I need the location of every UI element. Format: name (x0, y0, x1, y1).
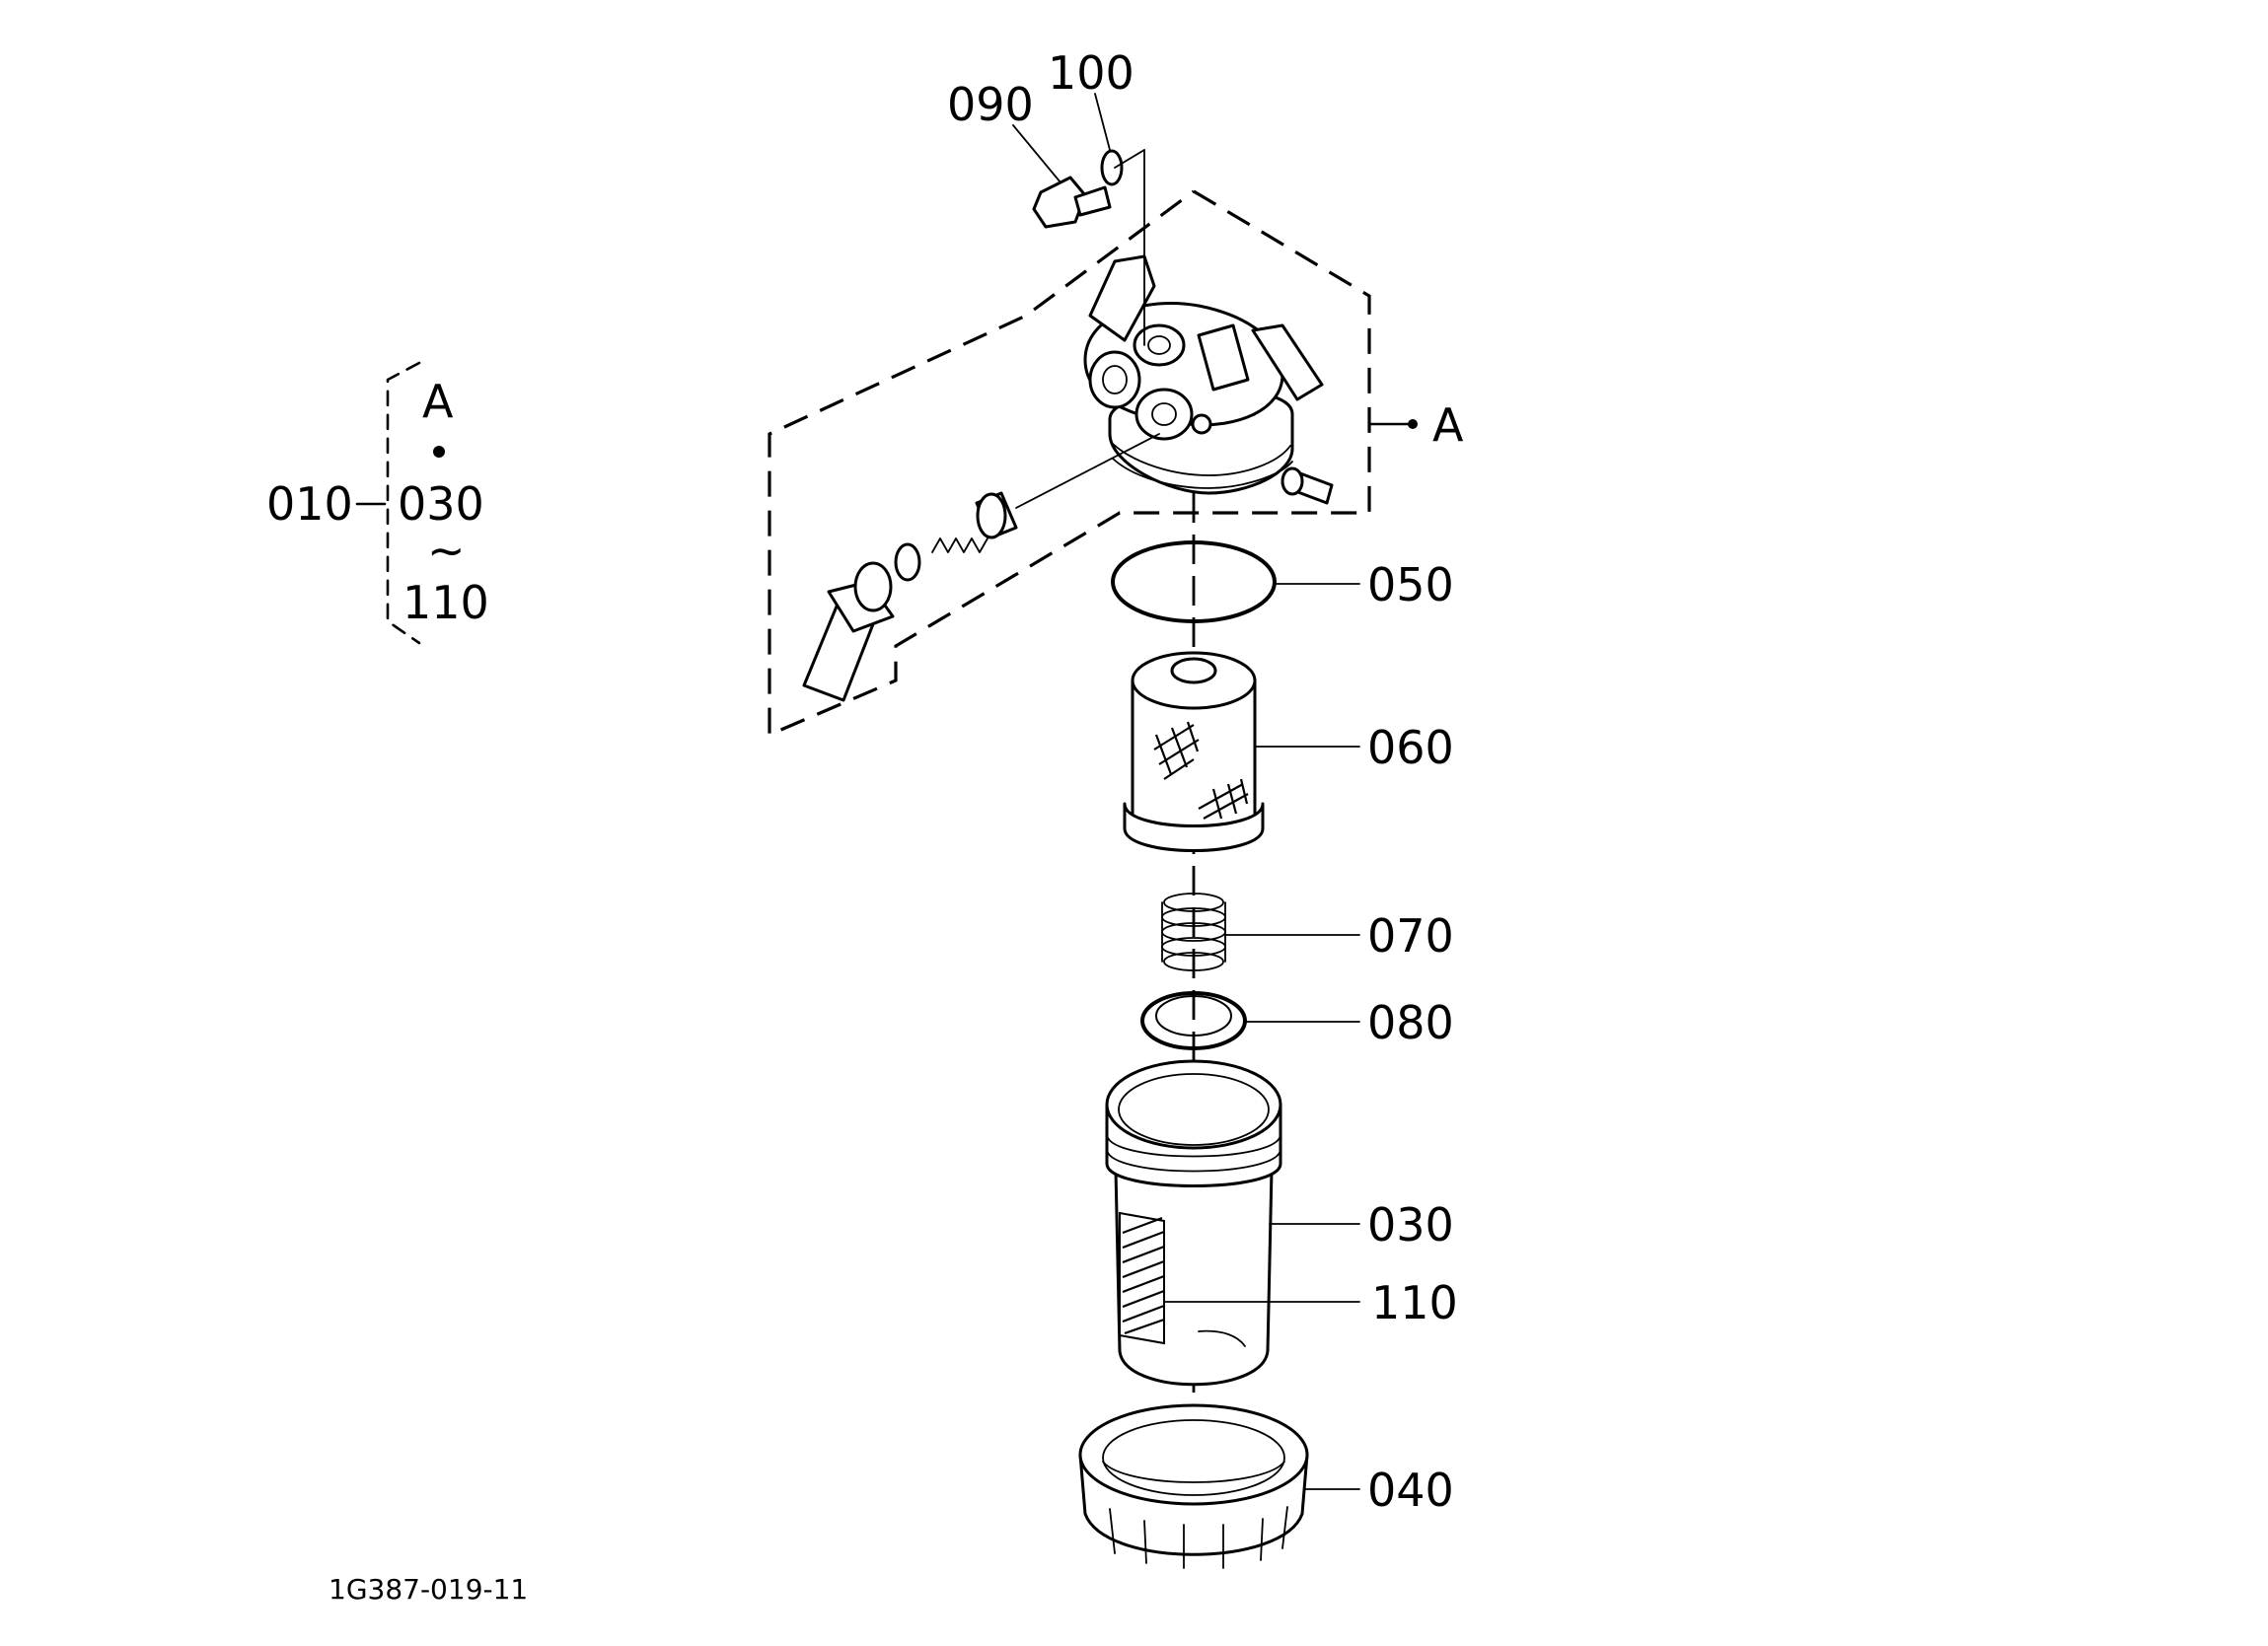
subassembly-a-outline (768, 189, 1418, 738)
callout-080: 080 (1367, 996, 1454, 1049)
callout-050: 050 (1367, 558, 1454, 611)
cock-lever-parts (802, 433, 1160, 702)
callout-060: 060 (1367, 721, 1454, 774)
leader-lines (1012, 93, 1360, 1490)
group-brace-dashed (386, 361, 421, 645)
leader-100 (1094, 93, 1111, 151)
group-to-label: 110 (402, 576, 489, 629)
assembly-group-bracket: 010 A 030 ~ 110 (266, 361, 489, 645)
callout-a-ref: A (1432, 398, 1464, 452)
callout-040: 040 (1367, 1464, 1454, 1517)
group-dot (433, 446, 445, 458)
bleed-screw-090 (1032, 176, 1112, 229)
group-ref-label: A (422, 375, 454, 428)
callout-090: 090 (947, 78, 1034, 131)
group-range-symbol: ~ (427, 524, 466, 577)
axis-line-screw-top (1114, 149, 1145, 169)
spring-070 (1161, 893, 1226, 971)
group-parent-label: 010 (266, 477, 353, 531)
callout-070: 070 (1367, 909, 1454, 963)
callout-030: 030 (1367, 1198, 1454, 1252)
callout-110: 110 (1371, 1276, 1458, 1329)
o-ring-050 (1111, 540, 1277, 623)
filter-head (1083, 254, 1334, 505)
callout-100: 100 (1048, 46, 1134, 100)
drawing-code: 1G387-019-11 (329, 1573, 528, 1606)
leader-090 (1012, 124, 1061, 183)
washer-100 (1100, 149, 1124, 186)
ring-nut-040 (1078, 1403, 1309, 1569)
gasket-080 (1140, 991, 1247, 1050)
warning-label-110 (1119, 1211, 1165, 1345)
group-from-label: 030 (398, 477, 484, 531)
callout-labels: 090 100 A 050 060 070 080 030 110 040 (947, 46, 1464, 1517)
filter-element-060 (1123, 651, 1265, 852)
